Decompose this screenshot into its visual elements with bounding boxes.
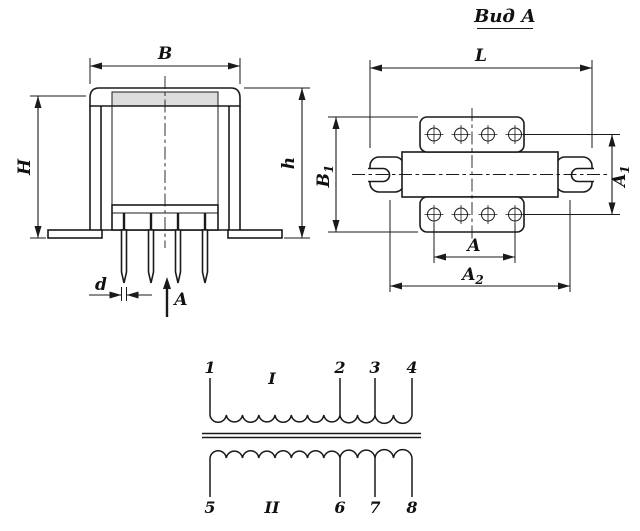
pin <box>120 229 128 284</box>
winding-II-coil <box>209 448 413 459</box>
pin <box>147 229 155 284</box>
left-foot <box>47 229 103 239</box>
winding-I-coil <box>209 414 413 425</box>
top-view: Вид А L <box>314 6 632 292</box>
pin-number-2: 2 <box>333 358 345 377</box>
dim-A1: A1 <box>523 134 632 215</box>
pin-number-8: 8 <box>405 498 417 517</box>
bracket-top-cap <box>89 87 241 107</box>
dim-A1-label: A1 <box>610 165 632 189</box>
view-arrow-head <box>163 277 171 289</box>
pin-number-7: 7 <box>369 498 380 517</box>
dim-A1-base: A <box>610 174 630 189</box>
dim-h-label: h <box>279 157 299 169</box>
dim-A: A <box>433 223 516 263</box>
transformer-core <box>202 432 421 439</box>
hole-center-marks <box>424 125 525 224</box>
top-view-title: Вид А <box>473 6 536 27</box>
view-arrow-A: A <box>163 277 188 317</box>
dim-L: L <box>369 46 593 148</box>
dim-H: H <box>15 95 86 239</box>
pin <box>174 229 182 284</box>
dim-L-label: L <box>474 46 487 66</box>
left-clamp-slot <box>368 167 391 183</box>
view-arrow-label: A <box>172 290 187 310</box>
dim-B1-base: B <box>314 173 334 188</box>
dim-A2: A2 <box>389 200 571 292</box>
pin <box>201 229 209 284</box>
dim-B-label: B <box>157 44 172 64</box>
dim-A2-base: A <box>460 265 475 285</box>
bottom-winding-leads <box>209 458 413 497</box>
dim-B1: B1 <box>314 116 418 233</box>
dim-A2-sub: 2 <box>474 273 483 287</box>
pins <box>120 213 209 284</box>
dim-A2-label: A2 <box>460 265 484 287</box>
front-view: B H h d A <box>15 44 310 317</box>
pin-number-5: 5 <box>204 498 215 517</box>
dim-B: B <box>89 44 241 84</box>
dim-h: h <box>244 87 310 239</box>
pin-number-6: 6 <box>334 498 345 517</box>
schematic: 1 2 3 4 I 5 6 7 8 II <box>202 358 421 517</box>
winding-II-label: II <box>264 498 280 517</box>
dim-A1-sub: 1 <box>618 165 632 173</box>
dim-A-label: A <box>465 236 480 256</box>
pin-number-4: 4 <box>406 358 417 377</box>
pin-number-1: 1 <box>204 358 215 377</box>
terminal-holes <box>424 125 525 224</box>
dim-d-label: d <box>95 275 107 295</box>
dim-B1-label: B1 <box>314 165 336 189</box>
dim-d: d <box>89 275 152 301</box>
right-foot <box>227 229 283 239</box>
dim-H-label: H <box>15 158 35 176</box>
right-clamp-slot <box>570 167 594 183</box>
winding-I-label: I <box>267 369 276 388</box>
top-winding-leads <box>209 378 413 415</box>
pin-number-3: 3 <box>369 358 380 377</box>
dim-B1-sub: 1 <box>322 165 336 173</box>
